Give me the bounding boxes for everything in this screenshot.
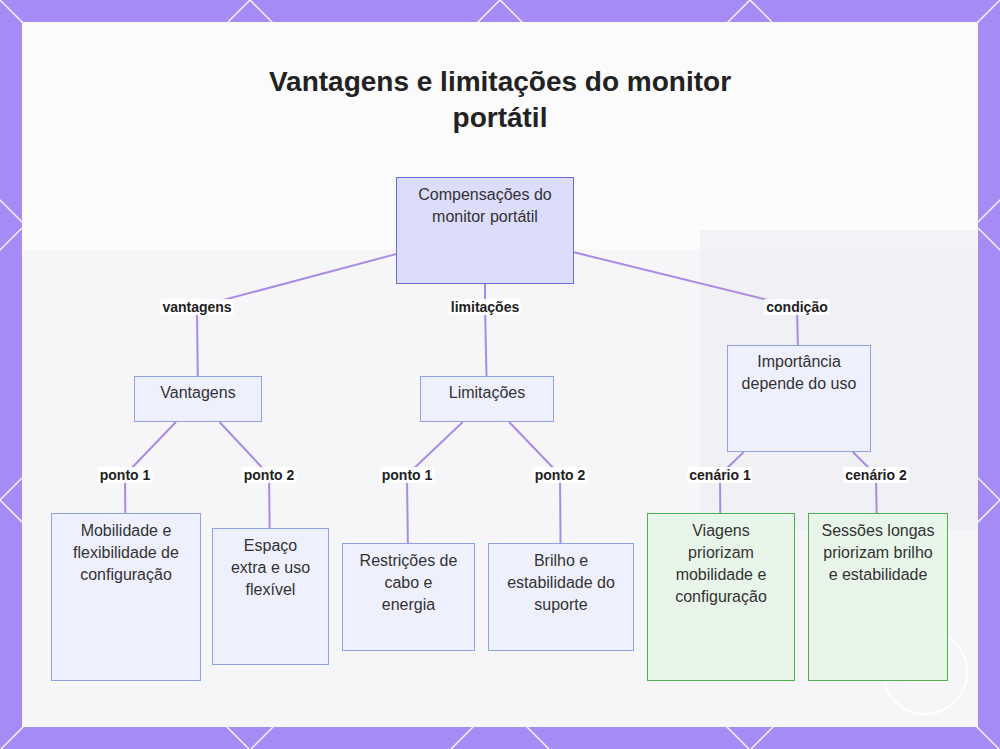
topic-box: Restrições de cabo e energia <box>342 543 475 651</box>
node-text: Mobilidade e flexibilidade de configuraç… <box>69 520 183 586</box>
edge-label: ponto 1 <box>380 467 435 483</box>
connector-line <box>485 284 487 376</box>
edge-label: ponto 2 <box>242 467 297 483</box>
node-text: Limitações <box>427 382 547 404</box>
diagram-title: Vantagens e limitações do monitor portát… <box>230 64 770 136</box>
edge-label: ponto 1 <box>98 467 153 483</box>
connector-line <box>197 254 396 376</box>
node-text: Brilho e estabilidade do suporte <box>499 550 623 616</box>
scenario-box: Viagens priorizam mobilidade e configura… <box>647 513 795 681</box>
topic-box: Limitações <box>420 376 554 422</box>
topic-box: Espaço extra e uso flexível <box>212 528 329 665</box>
node-text: Espaço extra e uso flexível <box>227 535 314 601</box>
node-text: Vantagens <box>141 382 255 404</box>
topic-box: Vantagens <box>134 376 262 422</box>
faded-photo <box>700 230 978 530</box>
topic-box: Brilho e estabilidade do suporte <box>488 543 634 651</box>
topic-box: Mobilidade e flexibilidade de configuraç… <box>51 513 201 681</box>
edge-label: limitações <box>449 299 521 315</box>
node-text: Restrições de cabo e energia <box>357 550 460 616</box>
node-text: Compensações do monitor portátil <box>407 184 563 228</box>
topic-box: Importância depende do uso <box>727 345 871 452</box>
scenario-box: Sessões longas priorizam brilho e estabi… <box>808 513 948 681</box>
edge-label: cenário 1 <box>687 467 752 483</box>
node-text: Importância depende do uso <box>740 351 858 395</box>
edge-label: vantagens <box>160 299 233 315</box>
edge-label: cenário 2 <box>843 467 908 483</box>
node-text: Sessões longas priorizam brilho e estabi… <box>821 520 935 586</box>
root-box: Compensações do monitor portátil <box>396 177 574 284</box>
edge-label: condição <box>764 299 829 315</box>
content-panel <box>22 22 978 727</box>
node-text: Viagens priorizam mobilidade e configura… <box>662 520 780 608</box>
edge-label: ponto 2 <box>533 467 588 483</box>
